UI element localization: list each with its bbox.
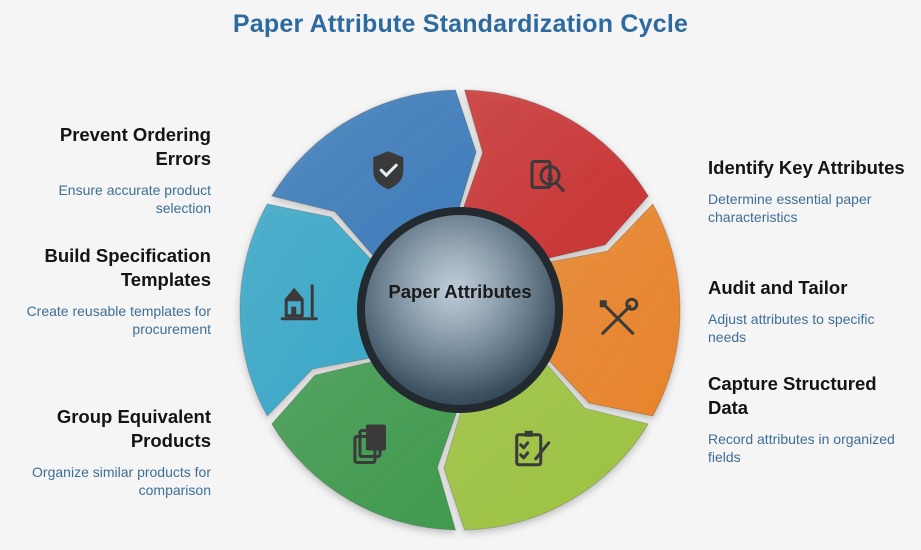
step-title: Build Specification Templates	[44, 245, 211, 290]
step-description: Determine essential paper characteristic…	[708, 191, 872, 225]
step-group-equivalent-products: Group Equivalent Products Organize simil…	[10, 405, 211, 499]
step-title: Capture Structured Data	[708, 373, 877, 418]
step-description: Adjust attributes to specific needs	[708, 311, 875, 345]
step-title: Group Equivalent Products	[56, 406, 211, 451]
step-capture-structured-data: Capture Structured Data Record attribute…	[708, 372, 913, 466]
stacked-documents-icon	[353, 424, 386, 465]
step-audit-and-tailor: Audit and Tailor Adjust attributes to sp…	[708, 276, 913, 346]
step-identify-key-attributes: Identify Key Attributes Determine essent…	[708, 156, 913, 226]
step-description: Create reusable templates for procuremen…	[26, 303, 211, 337]
step-build-specification-templates: Build Specification Templates Create reu…	[10, 244, 211, 338]
diagram-title: Paper Attribute Standardization Cycle	[232, 10, 689, 38]
step-description: Ensure accurate product selection	[58, 182, 211, 216]
step-title: Audit and Tailor	[708, 277, 848, 298]
step-title: Prevent Ordering Errors	[59, 124, 211, 169]
step-title: Identify Key Attributes	[708, 157, 905, 178]
center-hub-shine	[365, 215, 555, 405]
step-description: Record attributes in organized fields	[708, 431, 895, 465]
clipboard-check-icon	[515, 430, 551, 467]
center-label: Paper Attributes	[388, 281, 532, 302]
step-description: Organize similar products for comparison	[32, 464, 211, 498]
magnifier-document-icon: a	[530, 159, 565, 192]
tools-icon	[599, 297, 639, 335]
shield-check-icon	[373, 151, 404, 190]
svg-text:a: a	[547, 169, 554, 183]
building-ruler-icon	[280, 284, 318, 321]
step-prevent-ordering-errors: Prevent Ordering Errors Ensure accurate …	[10, 123, 211, 217]
